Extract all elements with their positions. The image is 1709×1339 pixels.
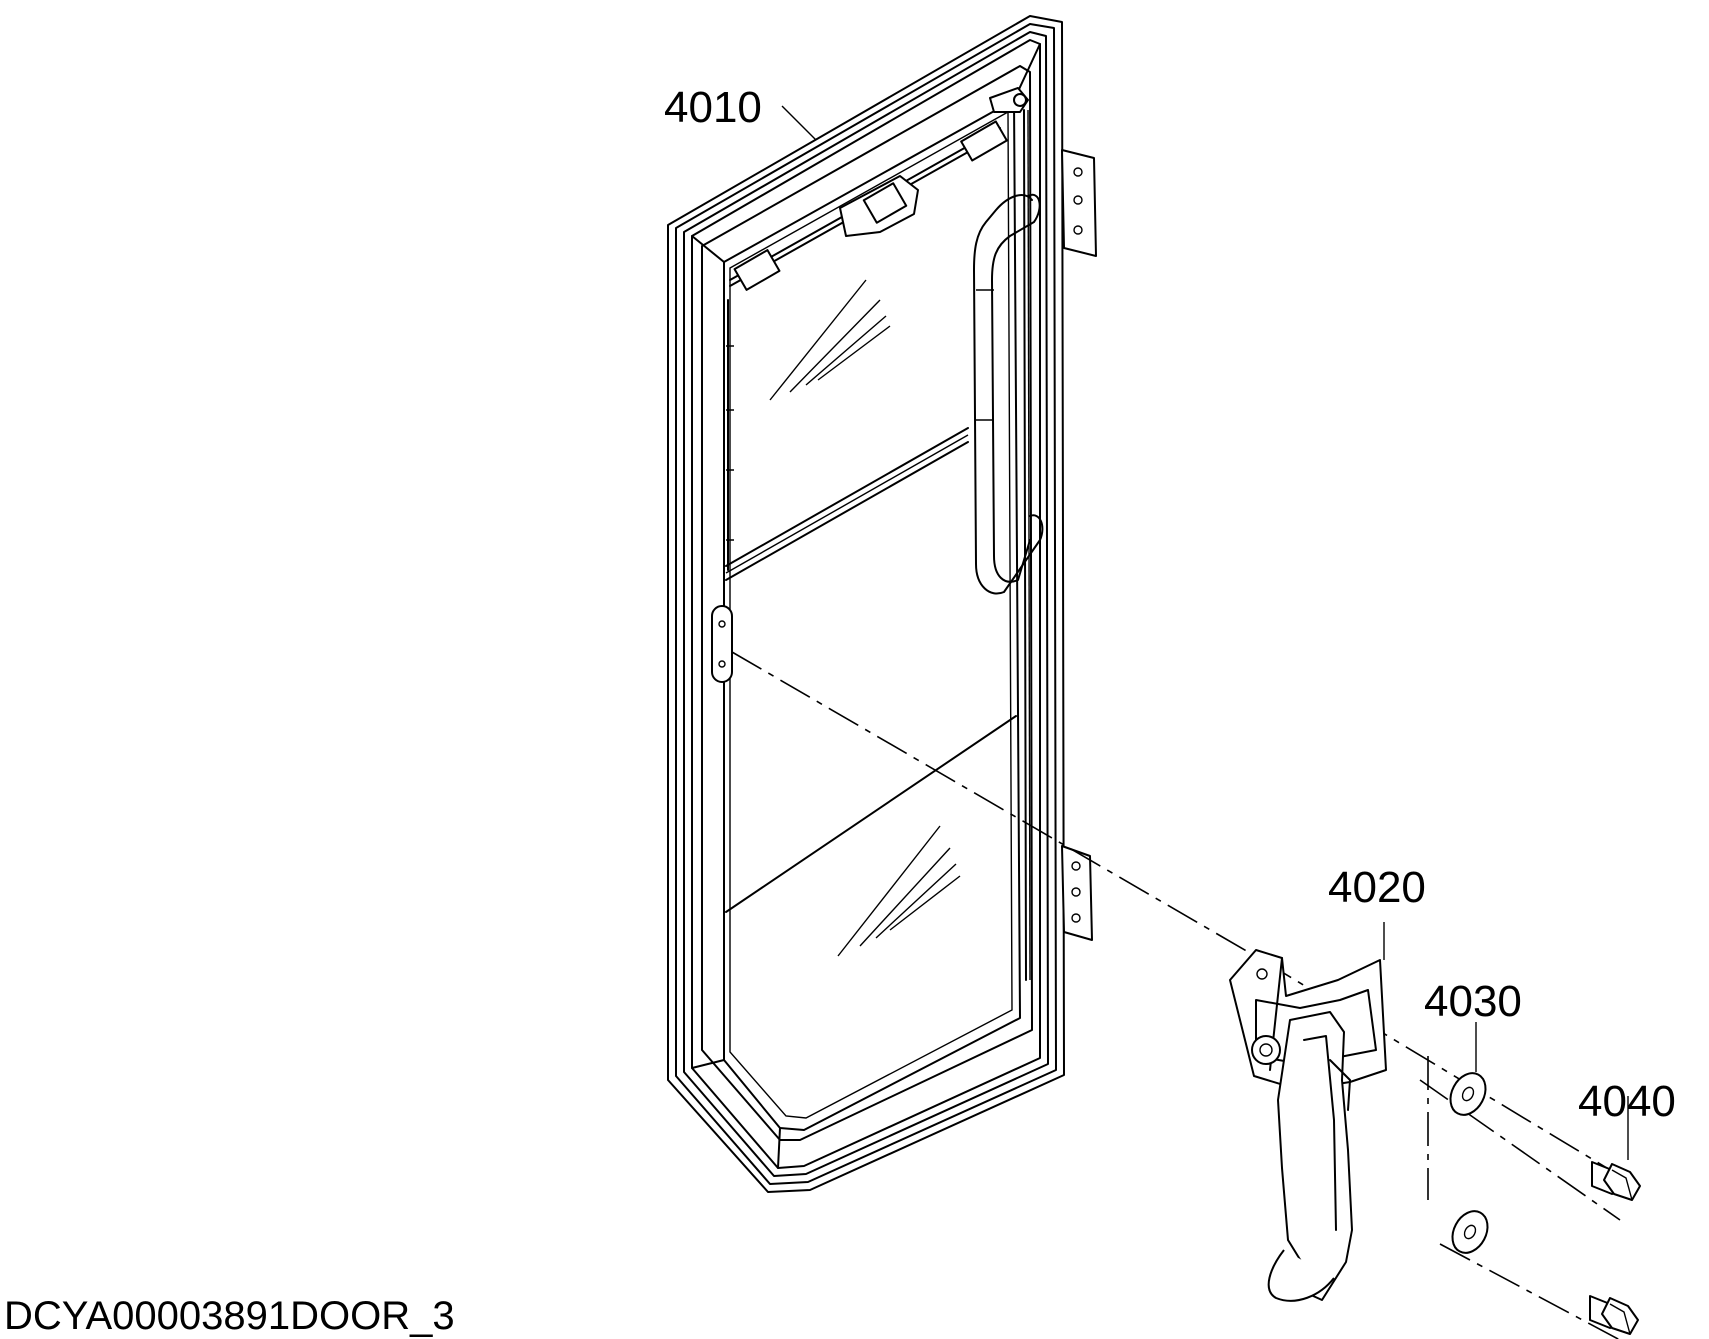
glass-reflection-lower: [837, 825, 961, 957]
leader-lines: [781, 105, 1629, 1160]
lower-hinge-plate: [1061, 845, 1093, 941]
latch-assembly: [1229, 949, 1387, 1302]
callout-4040: 4040: [1578, 1077, 1676, 1126]
callout-4010: 4010: [664, 83, 762, 132]
door-frame: [667, 15, 1065, 1193]
callout-4020: 4020: [1328, 863, 1426, 912]
glass-reflection-upper: [769, 279, 891, 401]
upper-hinge-plate: [1061, 149, 1097, 257]
callout-4030: 4030: [1424, 977, 1522, 1026]
drawing-id-label: DCYA00003891DOOR_3: [4, 1294, 455, 1338]
bolt-upper: [1591, 1161, 1641, 1201]
door-latch-bracket: [711, 605, 733, 683]
door-handle: [973, 193, 1044, 595]
door-closer-mechanism: [726, 87, 1031, 981]
assembly-centerline: [731, 651, 1263, 961]
washer-lower: [1451, 1210, 1489, 1254]
bolt-lower: [1589, 1295, 1639, 1335]
washer-upper: [1449, 1072, 1487, 1116]
